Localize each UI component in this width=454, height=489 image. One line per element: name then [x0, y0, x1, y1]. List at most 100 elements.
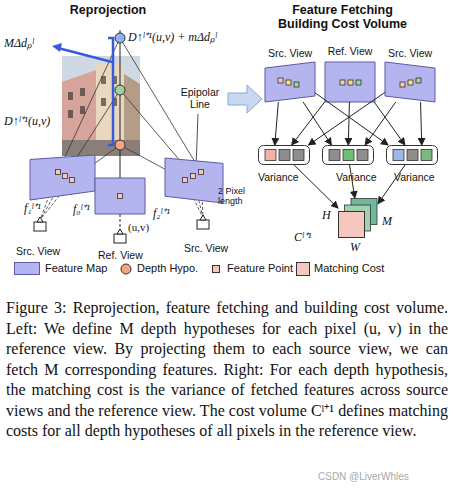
variance-label: Variance: [336, 171, 377, 183]
fetched-feature: [421, 150, 432, 161]
feature-point: [63, 174, 68, 179]
camera-icon: [197, 215, 209, 229]
watermark: CSDN @LiverWhles: [318, 471, 409, 482]
camera-body: [197, 220, 209, 229]
view-label: Src. View: [385, 47, 435, 59]
camera-lens: [200, 215, 206, 220]
node-outline: [338, 198, 378, 238]
fetched-feature: [343, 150, 354, 161]
connector-arrow: [309, 92, 385, 145]
source-feature-map: f₂ˡ⁺¹: [165, 158, 223, 203]
fetched-feature: [407, 150, 418, 161]
fetched-feature: [357, 150, 368, 161]
feature-map-label: f₁ˡ⁺¹: [24, 199, 41, 216]
feature-point: [408, 80, 413, 85]
connector-arrow: [292, 102, 325, 145]
annotation: 2 Pixel length: [218, 186, 254, 206]
feature-point: [348, 80, 353, 85]
photo-window: [80, 88, 85, 96]
photo-window: [68, 110, 73, 118]
view-label: Src. View: [16, 245, 60, 257]
panel-title: Feature Fetching Building Cost Volume: [270, 3, 415, 31]
feature-point: [199, 170, 204, 175]
depth-hypothesis: [115, 33, 125, 43]
feature-point: [191, 174, 196, 179]
view-label: Ref. View: [325, 45, 375, 57]
legend-swatch: [14, 262, 40, 275]
feature-point: [183, 178, 188, 183]
legend-text: Feature Map: [45, 262, 107, 274]
camera-lens: [37, 217, 43, 222]
feature-point: [356, 80, 361, 85]
photo-window: [68, 92, 73, 100]
legend-sample: [208, 261, 224, 277]
depth-hypothesis: [115, 85, 125, 95]
matching-cost-cell: [339, 212, 365, 238]
feature-point: [294, 82, 299, 87]
feature-point: [340, 80, 345, 85]
feature-map-shape: [325, 62, 375, 102]
depth-label: D↑ˡ⁺¹(u,v) + mΔdₚˡ: [128, 28, 217, 45]
figure-caption: Figure 3: Reprojection, feature fetching…: [6, 298, 448, 442]
legend-square: [297, 263, 310, 276]
feature-map-shape: [385, 62, 435, 102]
photo-window: [101, 98, 106, 106]
feature-point: [278, 78, 283, 83]
feature-map-label: f₂ˡ⁺¹: [153, 204, 170, 221]
variance-label: Variance: [394, 171, 435, 183]
dimension-label: W: [350, 240, 360, 255]
annotation: Epipolar Line: [176, 86, 224, 110]
photo-window: [80, 106, 85, 114]
variance-group: Variance: [258, 145, 310, 165]
camera-body: [114, 234, 126, 243]
fetched-feature: [293, 150, 304, 161]
view-label: Src. View: [184, 242, 228, 254]
feature-point: [416, 78, 421, 83]
connector-arrow: [421, 102, 422, 145]
view-label: Ref. View: [98, 249, 143, 261]
feature-map-label: f₀ˡ⁺¹: [73, 200, 90, 217]
fetched-feature: [329, 150, 340, 161]
connector-arrow: [348, 102, 349, 145]
camera-lens: [117, 229, 123, 234]
variance-label: Variance: [258, 171, 299, 183]
ray-line: [120, 30, 121, 196]
fetched-feature: [279, 150, 290, 161]
fetched-feature: [265, 150, 276, 161]
dimension-label: M: [382, 214, 392, 229]
connector-arrow: [378, 165, 405, 204]
connector-arrow: [294, 165, 338, 208]
feature-point: [118, 194, 123, 199]
leader-line: [196, 114, 198, 168]
legend-text: Matching Cost: [314, 262, 384, 274]
photo-street: [62, 140, 140, 156]
range-arrowhead: [52, 43, 62, 52]
variance-group: Variance: [386, 145, 438, 165]
depth-hypothesis: [115, 140, 125, 150]
panel-title: Reprojection: [48, 3, 168, 17]
feature-point: [286, 80, 291, 85]
feature-map-shape: [165, 158, 223, 203]
legend-circle: [121, 264, 131, 274]
cost-volume: HWMCˡ⁺¹: [338, 198, 378, 238]
connector-arrow: [315, 93, 388, 145]
variance-box-outline: [259, 146, 310, 165]
feature-map-shape: [265, 62, 315, 102]
legend-square: [213, 266, 220, 273]
connector-arrow: [275, 102, 279, 145]
legend-text: Depth Hypo.: [137, 262, 198, 274]
volume-label: Cˡ⁺¹: [294, 228, 311, 245]
photo-sky: [62, 56, 140, 156]
range-arrow: [58, 48, 112, 62]
flow-arrow: [228, 85, 262, 113]
connector-arrow: [303, 102, 331, 145]
feature-map-shape: [30, 155, 95, 200]
view-label: Src. View: [265, 47, 315, 59]
fetched-feature: [393, 150, 404, 161]
range-label: MΔdₚˡ: [4, 34, 34, 51]
variance-box-outline: [387, 146, 438, 165]
camera-icon: [114, 229, 126, 243]
feature-point: [56, 170, 61, 175]
camera-icon: [34, 217, 46, 231]
depth-label: D↑ˡ⁺¹(u,v): [4, 112, 50, 129]
